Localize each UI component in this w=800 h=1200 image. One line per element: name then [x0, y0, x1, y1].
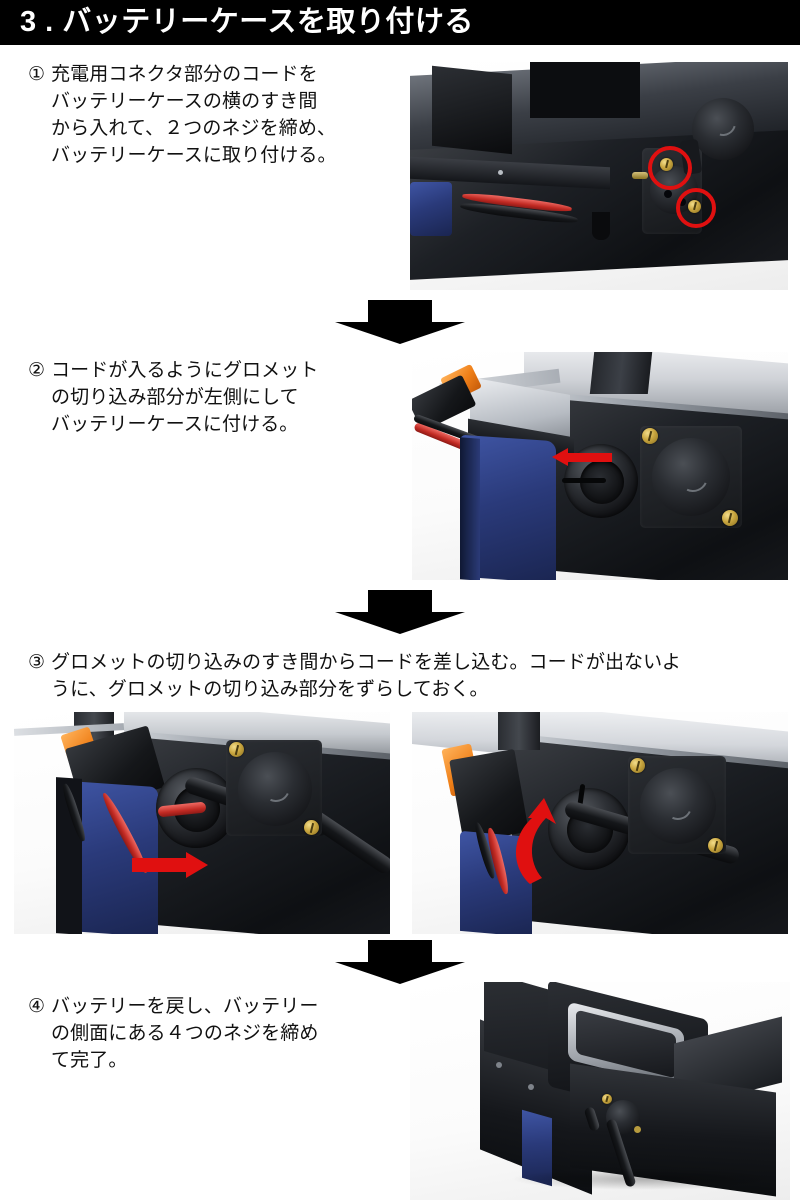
- arrow-head: [552, 448, 568, 466]
- step-2-number: ②: [28, 360, 46, 381]
- arrow-head: [335, 322, 465, 344]
- screw-highlight-upper-circle-icon: [648, 146, 692, 190]
- carry-handle: [589, 352, 653, 394]
- carry-handle: [498, 712, 540, 750]
- step-2-body: コードが入るようにグロメット の切り込み部分が左側にして バッテリーケースに付け…: [51, 360, 319, 435]
- step-4-body: バッテリーを戻し、バッテリー の側面にある４つのネジを締め て完了。: [51, 996, 319, 1071]
- arrow-head: [335, 962, 465, 984]
- socket-screw-top-left: [642, 428, 658, 444]
- blue-bag-edge: [410, 182, 452, 236]
- arrow-shaft: [368, 940, 432, 964]
- case-latch-notch: [592, 212, 610, 240]
- arrow-shaft: [368, 590, 432, 614]
- step-4-photo: [410, 982, 790, 1200]
- step-3-photo-right: [412, 712, 788, 934]
- charging-socket-cap: [640, 768, 716, 844]
- blue-bag-shadow: [460, 437, 480, 580]
- charging-socket-cap: [238, 752, 312, 826]
- connector-pin-hole-a: [664, 190, 672, 198]
- charging-socket-cap: [652, 438, 730, 516]
- step-2-text-block: ② コードが入るようにグロメット の切り込み部分が左側にして バッテリーケースに…: [28, 358, 398, 439]
- arrow-shaft: [132, 858, 192, 872]
- rotate-grommet-arrow-icon: [516, 798, 556, 884]
- socket-rubber-cap: [692, 98, 754, 160]
- step-3-photo-left: [14, 712, 390, 934]
- socket-screw: [602, 1094, 612, 1104]
- section-header-bar: 3 . バッテリーケースを取り付ける: [0, 0, 800, 45]
- side-screw-hole-upper: [496, 1062, 502, 1068]
- step-4-text-block: ④ バッテリーを戻し、バッテリー の側面にある４つのネジを締め て完了。: [28, 994, 398, 1075]
- arrow-shaft: [566, 453, 612, 462]
- screw-highlight-lower-circle-icon: [676, 188, 716, 228]
- step-4-number: ④: [28, 996, 46, 1017]
- side-screw-hole-lower: [528, 1084, 534, 1090]
- step-3-body: グロメットの切り込みのすき間からコードを差し込む。コードが出ないよ うに、グロメ…: [51, 652, 681, 700]
- drop-shadow: [510, 1168, 780, 1190]
- step-3-number: ③: [28, 652, 46, 673]
- grommet-slit: [562, 478, 606, 483]
- connector-terminal: [632, 172, 648, 179]
- step-1-to-2-arrow: [335, 300, 465, 344]
- bracket-hole: [498, 170, 503, 175]
- socket-screw-top-left: [630, 758, 645, 773]
- step-3-to-4-arrow: [335, 940, 465, 984]
- grommet-direction-arrow-icon: [552, 448, 612, 466]
- case-handle-shadow: [530, 62, 640, 118]
- socket-screw-bottom-right: [708, 838, 723, 853]
- step-2-photo: [412, 352, 788, 580]
- insert-cord-arrow-icon: [132, 852, 208, 878]
- step-2-to-3-arrow: [335, 590, 465, 634]
- step-1-photo: [410, 62, 788, 290]
- page-title: 3 . バッテリーケースを取り付ける: [20, 6, 474, 38]
- step-1-text-block: ① 充電用コネクタ部分のコードを バッテリーケースの横のすき間 から入れて、２つ…: [28, 62, 398, 170]
- socket-screw-top-left: [229, 742, 244, 757]
- socket-screw-bottom-right: [304, 820, 319, 835]
- socket-screw-lower: [634, 1126, 641, 1133]
- arrow-head: [335, 612, 465, 634]
- socket-screw-bottom-right: [722, 510, 738, 526]
- case-inner-recess: [432, 65, 512, 155]
- step-1-body: 充電用コネクタ部分のコードを バッテリーケースの横のすき間 から入れて、２つのネ…: [51, 64, 337, 166]
- step-3-text-block: ③ グロメットの切り込みのすき間からコードを差し込む。コードが出ないよ うに、グ…: [28, 650, 788, 704]
- arrow-shaft: [368, 300, 432, 324]
- arrow-head: [186, 852, 208, 878]
- step-1-number: ①: [28, 64, 46, 85]
